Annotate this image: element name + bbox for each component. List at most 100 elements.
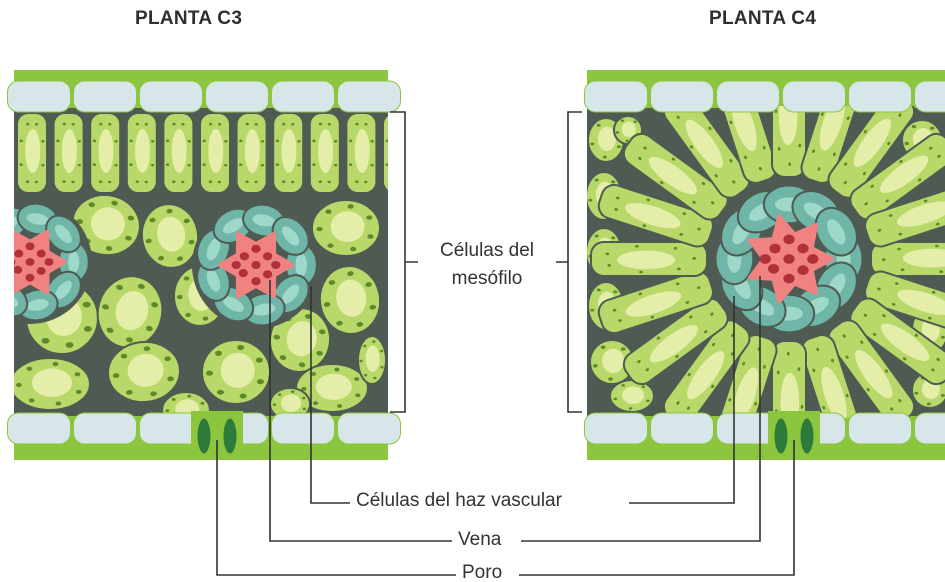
title-c3-plant: PLANTA C3: [135, 8, 242, 30]
chloroplast: [291, 123, 294, 126]
chloroplast: [367, 234, 373, 238]
chloroplast: [257, 379, 264, 384]
chloroplast: [334, 368, 339, 372]
chloroplast: [927, 403, 931, 406]
chloroplast: [897, 248, 901, 251]
chloroplast: [278, 393, 282, 396]
chloroplast: [590, 309, 594, 312]
chloroplast: [912, 125, 916, 128]
chloroplast: [313, 401, 318, 405]
xylem-vessel: [251, 277, 260, 285]
c3-leaf: [0, 70, 413, 460]
cell-vacuole: [331, 211, 365, 242]
mesophyll-cell: [54, 113, 84, 193]
cell-vacuole: [281, 129, 296, 173]
chloroplast: [184, 276, 190, 280]
chloroplast: [239, 163, 242, 166]
chloroplast: [359, 360, 362, 363]
cell-vacuole: [366, 346, 380, 372]
chloroplast: [188, 164, 191, 167]
chloroplast: [261, 164, 264, 167]
label-mesophyll-cells: Células del mesófilo: [418, 237, 556, 293]
chloroplast: [187, 395, 191, 398]
chloroplast: [224, 164, 227, 167]
chloroplast: [217, 390, 224, 395]
epidermis-cell: [915, 413, 945, 444]
mesophyll-cell: [312, 200, 380, 256]
chloroplast: [629, 407, 633, 410]
chloroplast: [334, 164, 337, 167]
label-pore: Poro: [456, 562, 508, 582]
chloroplast: [151, 164, 154, 167]
chloroplast: [355, 123, 358, 126]
chloroplast: [282, 180, 285, 183]
chloroplast: [392, 180, 395, 183]
chloroplast: [677, 268, 681, 271]
c4-upper-epidermis: [585, 81, 945, 112]
epidermis-cell: [8, 81, 71, 112]
chloroplast: [209, 123, 212, 126]
chloroplast: [372, 340, 375, 343]
mesophyll-cell: [310, 113, 340, 193]
chloroplast: [165, 409, 169, 412]
chloroplast: [35, 181, 38, 184]
chloroplast: [778, 147, 781, 151]
chloroplast: [188, 140, 191, 143]
chloroplast: [78, 140, 81, 143]
chloroplast: [595, 235, 599, 238]
chloroplast: [62, 180, 65, 183]
chloroplast: [254, 181, 257, 184]
chloroplast: [93, 163, 96, 166]
mesophyll-cell: [90, 113, 120, 193]
chloroplast: [674, 247, 678, 250]
chloroplast: [203, 140, 206, 143]
chloroplast: [371, 164, 374, 167]
chloroplast: [75, 372, 81, 376]
chloroplast: [129, 140, 132, 143]
chloroplast: [935, 245, 939, 248]
chloroplast: [29, 398, 35, 402]
chloroplast: [145, 181, 148, 184]
chloroplast: [56, 401, 62, 405]
chloroplast: [99, 123, 102, 126]
epidermis-cell: [849, 81, 912, 112]
mesophyll-cell: [358, 336, 386, 384]
chloroplast: [256, 358, 263, 363]
chloroplast: [348, 204, 354, 208]
label-vein: Vena: [452, 529, 507, 551]
chloroplast: [349, 163, 352, 166]
chloroplast: [200, 402, 204, 405]
chloroplast: [172, 398, 176, 401]
chloroplast: [588, 199, 592, 202]
chloroplast: [617, 145, 621, 148]
chloroplast: [380, 366, 383, 369]
chloroplast: [401, 181, 404, 184]
mesophyll-cell: [17, 113, 47, 193]
chloroplast: [364, 123, 367, 126]
cell-vacuole: [245, 129, 260, 173]
label-mesophyll-line2: mesófilo: [418, 265, 556, 293]
chloroplast: [114, 140, 117, 143]
chloroplast: [407, 164, 410, 167]
xylem-vessel: [232, 261, 241, 269]
chloroplast: [166, 163, 169, 166]
chloroplast: [56, 140, 59, 143]
chloroplast: [27, 367, 33, 371]
chloroplast: [325, 209, 331, 213]
xylem-vessel: [251, 261, 260, 269]
chloroplast: [905, 142, 909, 145]
chloroplast: [145, 123, 148, 126]
epidermis-cell: [783, 81, 846, 112]
epidermis-cell: [272, 413, 335, 444]
chloroplast: [798, 367, 801, 371]
guard-cell: [799, 417, 815, 455]
epidermis-cell: [140, 81, 203, 112]
chloroplast: [136, 180, 139, 183]
epidermis-cell: [717, 81, 780, 112]
chloroplast: [108, 123, 111, 126]
cell-body: [383, 113, 413, 193]
chloroplast: [276, 140, 279, 143]
chloroplast: [99, 180, 102, 183]
chloroplast: [613, 290, 617, 293]
chloroplast: [291, 390, 295, 393]
